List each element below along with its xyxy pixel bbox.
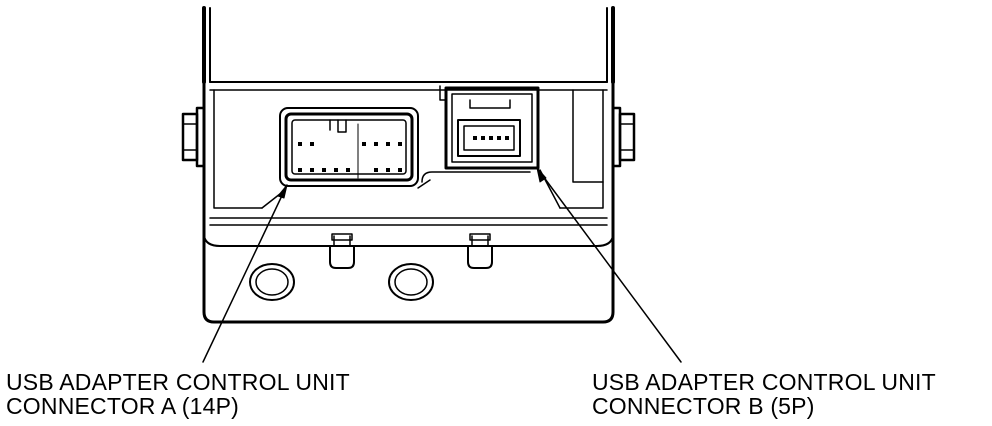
connector-b-label-line1: USB ADAPTER CONTROL UNIT (592, 369, 936, 395)
right-screw-hole (388, 263, 434, 301)
left-clip (329, 233, 355, 269)
left-bolt (181, 106, 206, 168)
connector-b-label-line2: CONNECTOR B (5P) (592, 393, 815, 419)
left-screw-hole (249, 263, 295, 301)
right-bolt (611, 106, 636, 168)
connector-a-label-line2: CONNECTOR A (14P) (6, 393, 240, 419)
connector-b-5p (439, 85, 540, 170)
leader-line-connector-a (202, 184, 288, 363)
right-clip (467, 233, 493, 269)
connector-a-label-line1: USB ADAPTER CONTROL UNIT (6, 369, 350, 395)
connector-a-label: USB ADAPTER CONTROL UNIT CONNECTOR A (14… (6, 370, 350, 418)
leader-line-connector-b (536, 167, 682, 363)
connector-a-terminals (298, 142, 402, 172)
mounting-bracket (202, 6, 615, 84)
connector-a-14p (279, 107, 419, 187)
unit-housing (202, 80, 615, 324)
connector-b-terminals (473, 136, 509, 140)
connector-b-label: USB ADAPTER CONTROL UNIT CONNECTOR B (5P… (592, 370, 936, 418)
